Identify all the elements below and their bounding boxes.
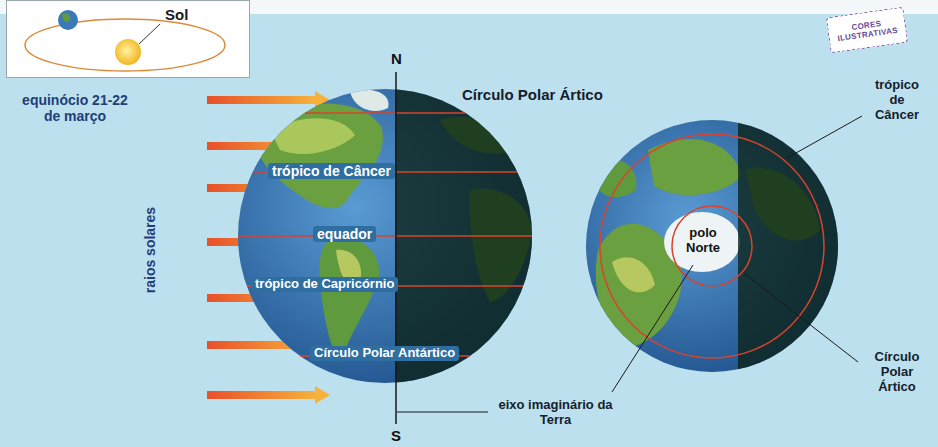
orbit-ellipse <box>25 19 225 71</box>
diagram-label: trópico de Capricórnio <box>251 277 398 292</box>
earth-symbol <box>58 10 78 30</box>
earth-side-view <box>238 72 545 424</box>
diagram-label: trópico de Câncer <box>268 163 395 179</box>
node-text: CORES ILUSTRATIVAS <box>831 16 903 44</box>
globe-land <box>590 110 848 380</box>
earth-axis <box>395 72 397 424</box>
orbit-inset <box>6 0 250 78</box>
vertical-label: raios solares <box>142 207 158 293</box>
diagram-label: equinócio 21-22 de março <box>14 92 136 124</box>
diagram-label: trópico de Câncer <box>866 78 928 123</box>
polar-leader <box>745 274 858 362</box>
inset-ground <box>6 0 250 78</box>
diagram-label: polo Norte <box>675 226 731 256</box>
earth-polar-view <box>586 110 862 392</box>
sun-leader <box>139 24 160 44</box>
earth-land <box>62 13 70 22</box>
latitude-lines <box>238 113 532 356</box>
axis-leader <box>612 265 693 392</box>
diagram-label: S <box>391 427 401 444</box>
diagram-label: N <box>391 50 402 67</box>
polar-circle <box>672 206 752 286</box>
tropic-leader <box>787 116 862 158</box>
ray-arrow <box>207 386 330 404</box>
diagram-label: eixo imaginário da Terra <box>493 398 618 428</box>
orbit-inset-box: Sol <box>6 0 250 78</box>
node-text: Sol <box>165 6 188 23</box>
axis-leader <box>397 412 488 413</box>
globe-land <box>254 80 545 400</box>
diagram-label: Círculo Polar Antártico <box>310 346 459 361</box>
sun-symbol <box>115 39 141 65</box>
diagram-label: equador <box>313 226 376 242</box>
ray-arrow <box>207 91 330 109</box>
night-side <box>738 110 848 380</box>
diagram-label: Círculo Polar Ártico <box>861 350 933 395</box>
diagram-label: Círculo Polar Ártico <box>462 86 603 103</box>
tropic-circle <box>600 134 824 358</box>
